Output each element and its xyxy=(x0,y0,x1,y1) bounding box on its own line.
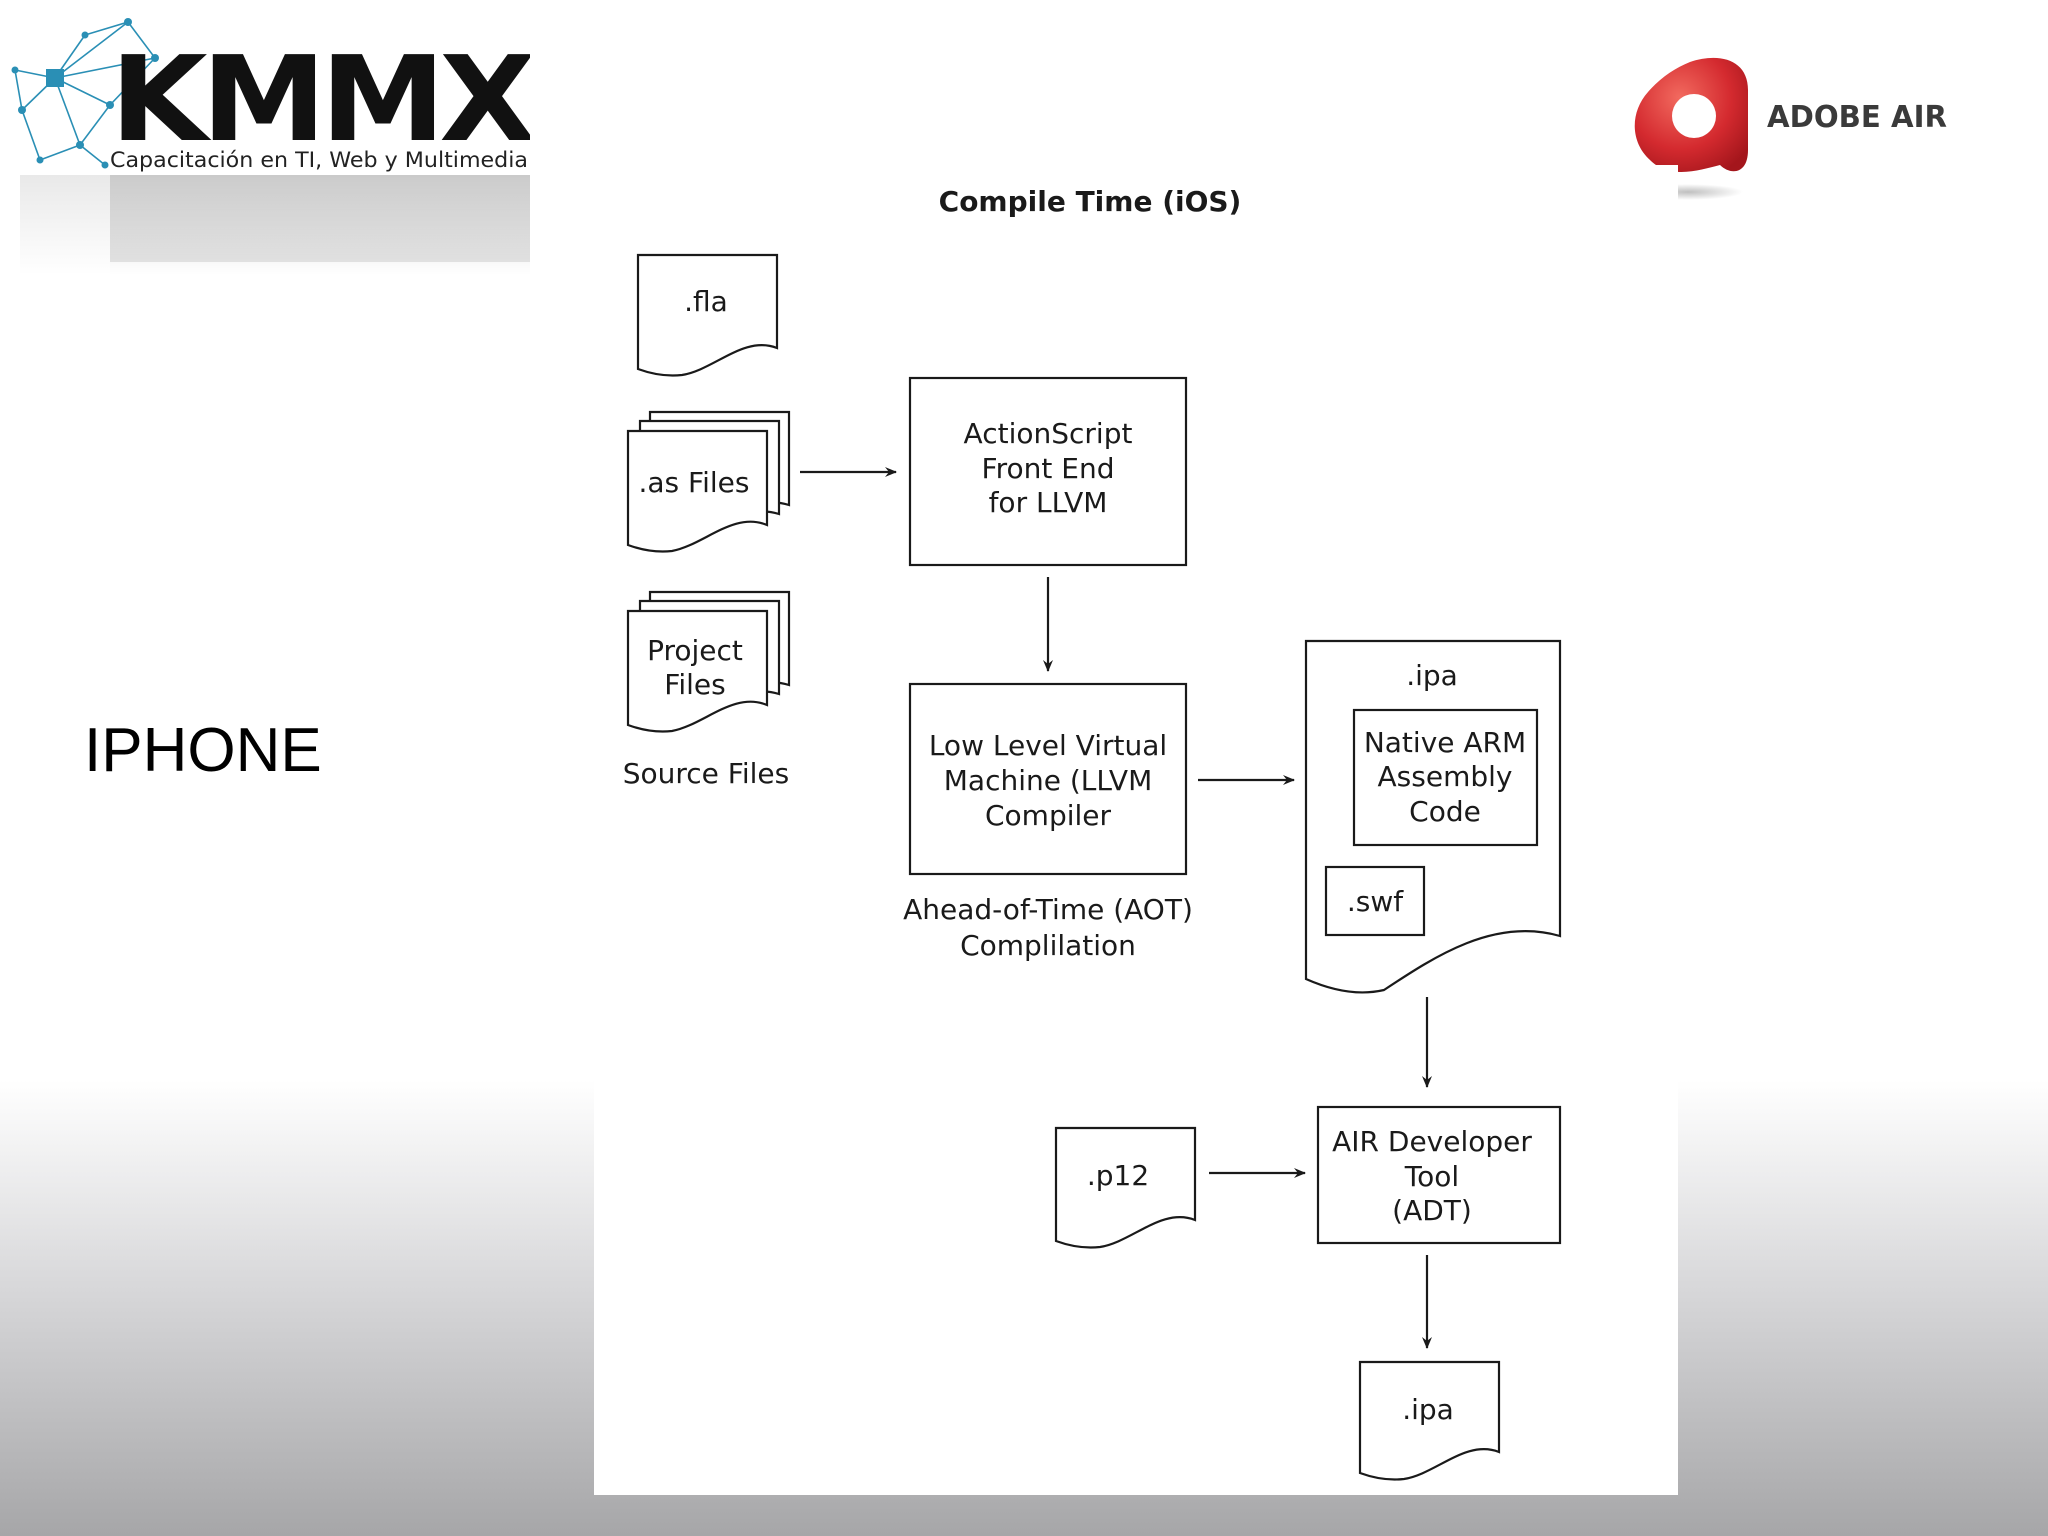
kmmx-reflection xyxy=(110,175,530,275)
diagram-title: Compile Time (iOS) xyxy=(939,185,1242,218)
llvm-line3: Compiler xyxy=(985,799,1112,832)
kmmx-tagline: Capacitación en TI, Web y Multimedia xyxy=(110,148,528,172)
as-files-stack: .as Files xyxy=(626,410,791,553)
native-arm-box xyxy=(1352,708,1539,847)
adobe-air-wordmark: ADOBE AIR xyxy=(1767,100,1947,135)
adobe-air-logo: ADOBE AIR xyxy=(1633,57,1947,200)
swf-label: .swf xyxy=(1347,885,1404,918)
frontend-line2: Front End xyxy=(982,452,1115,485)
diagram-panel: Compile Time (iOS) .fla .as Files Projec… xyxy=(594,165,1678,1495)
llvm-line1: Low Level Virtual xyxy=(929,729,1167,762)
swf-box xyxy=(1324,865,1426,937)
native-arm-line1: Native ARM xyxy=(1364,726,1526,759)
output-ipa-document: .ipa xyxy=(1358,1360,1501,1481)
compile-flow-diagram: Compile Time (iOS) .fla .as Files Projec… xyxy=(623,185,1562,1481)
adt-line3: (ADT) xyxy=(1392,1194,1472,1227)
network-graphic-icon xyxy=(14,21,156,166)
kmmx-logo: KMMX Capacitación en TI, Web y Multimedi… xyxy=(11,18,530,275)
project-files-stack: Project Files xyxy=(626,590,791,733)
native-arm-line2: Assembly xyxy=(1378,760,1513,793)
as-files-label: .as Files xyxy=(639,466,750,499)
p12-label: .p12 xyxy=(1087,1159,1149,1192)
llvm-compiler-box: Low Level Virtual Machine (LLVM Compiler xyxy=(908,682,1188,876)
adt-line2: Tool xyxy=(1404,1160,1459,1193)
slide-title: IPHONE xyxy=(84,716,322,785)
project-files-label-line1: Project xyxy=(647,634,743,667)
aot-caption-line2: Complilation xyxy=(960,929,1136,962)
adt-box: AIR Developer Tool (ADT) xyxy=(1316,1105,1562,1245)
aot-caption-line1: Ahead-of-Time (AOT) xyxy=(903,893,1193,926)
ipa-package-label: .ipa xyxy=(1406,659,1458,692)
source-files-caption: Source Files xyxy=(623,757,790,790)
native-arm-line3: Code xyxy=(1409,795,1481,828)
fla-label: .fla xyxy=(684,285,728,318)
fla-document: .fla xyxy=(636,253,779,377)
frontend-line1: ActionScript xyxy=(964,417,1133,450)
project-files-label-line2: Files xyxy=(664,668,725,701)
llvm-line2: Machine (LLVM xyxy=(944,764,1152,797)
actionscript-front-end-box: ActionScript Front End for LLVM xyxy=(908,376,1188,567)
output-ipa-label: .ipa xyxy=(1402,1393,1454,1426)
ipa-package-document: .ipa Native ARM Assembly Code .swf xyxy=(1304,639,1562,994)
kmmx-wordmark: KMMX xyxy=(110,30,530,168)
adt-line1: AIR Developer xyxy=(1332,1125,1532,1158)
p12-document: .p12 xyxy=(1054,1126,1197,1249)
frontend-line3: for LLVM xyxy=(989,486,1108,519)
